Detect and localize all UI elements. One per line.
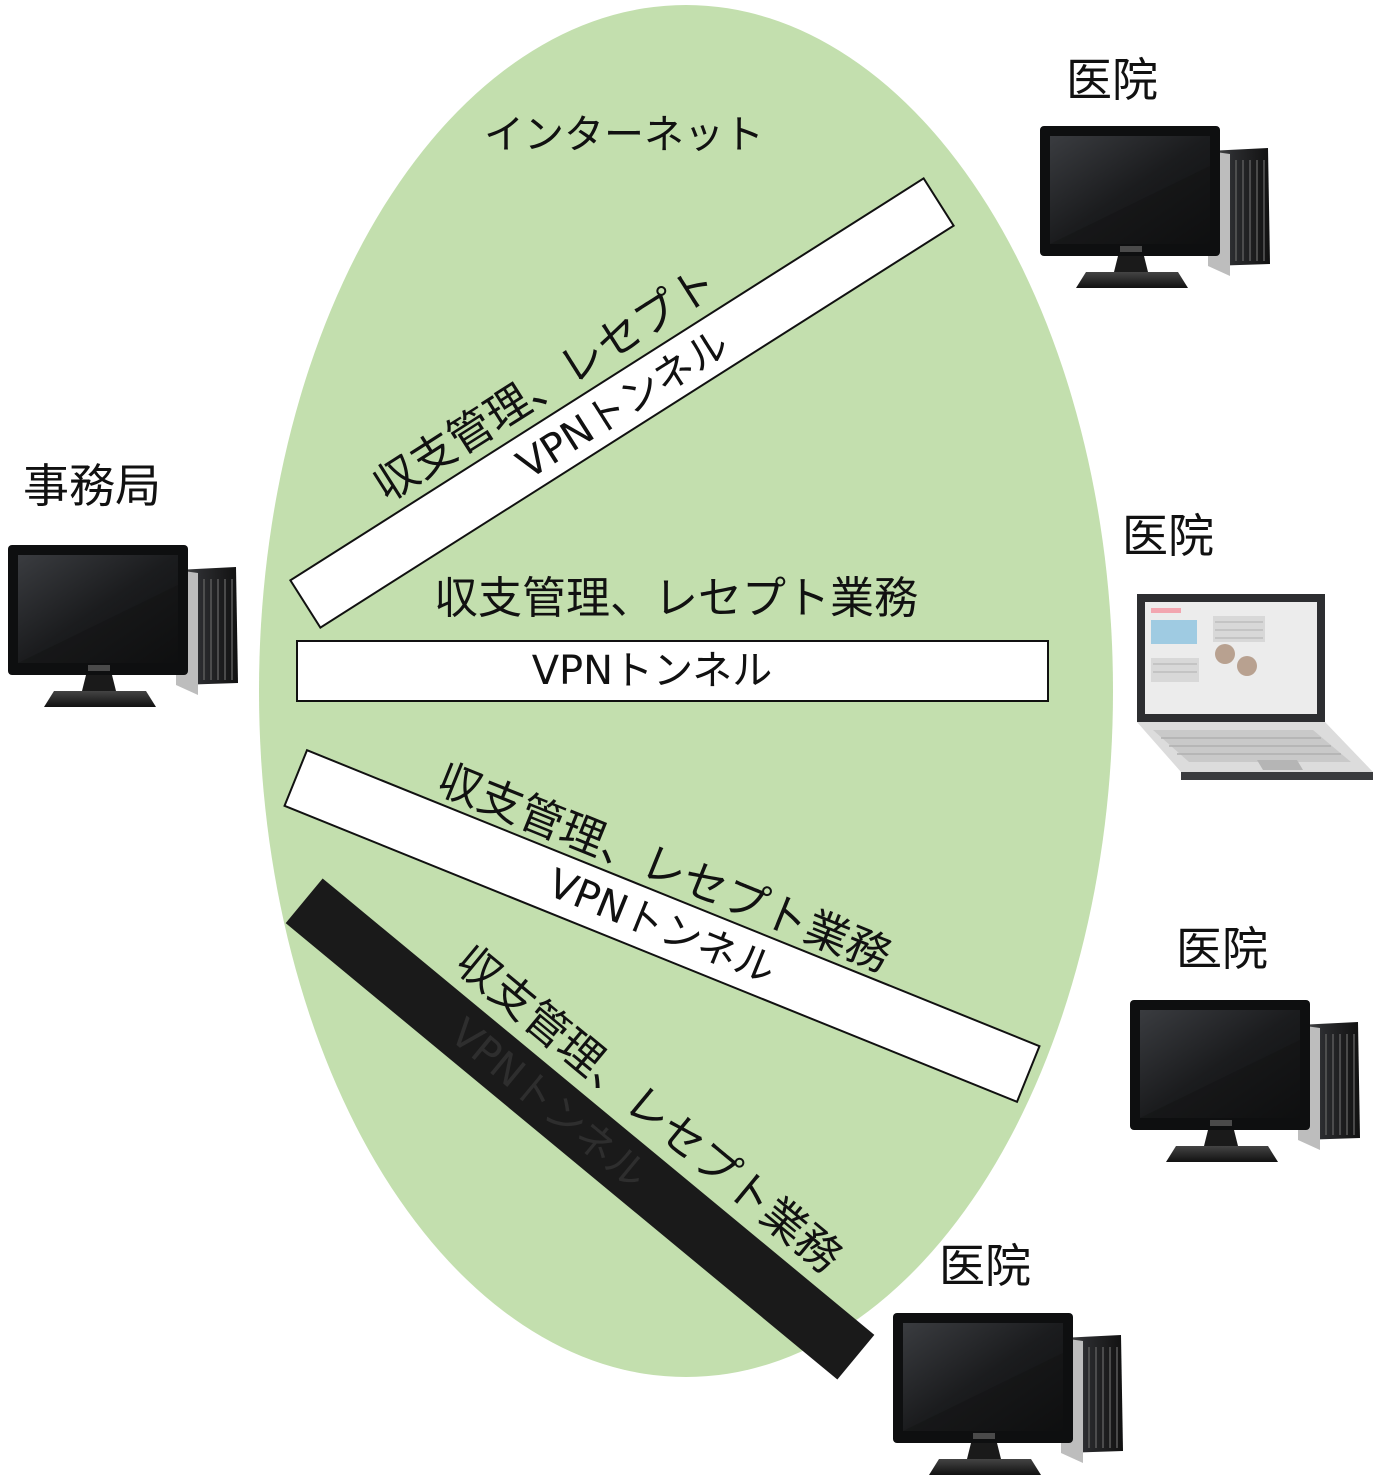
office-label: 事務局	[23, 459, 161, 513]
tunnel-bar	[288, 177, 956, 629]
tunnel-2: VPNトンネル 収支管理、レセプト業務	[296, 573, 1049, 702]
tunnel-label: VPNトンネル	[532, 648, 773, 694]
desktop-computer-icon	[1039, 125, 1271, 289]
clinic-label: 医院	[1176, 922, 1268, 976]
desktop-computer-icon	[1129, 999, 1361, 1163]
desktop-computer-icon	[892, 1312, 1124, 1476]
clinic-label: 医院	[1066, 53, 1158, 107]
tunnel-bar	[296, 640, 1049, 702]
clinic-label: 医院	[1122, 509, 1214, 563]
service-label: 収支管理、レセプト業務	[434, 573, 918, 624]
tunnel-bar-active	[285, 878, 875, 1380]
clinic-label: 医院	[939, 1239, 1031, 1293]
internet-label: インターネット	[484, 112, 764, 158]
laptop-computer-icon	[1136, 593, 1374, 781]
tunnel-bar	[283, 748, 1041, 1104]
desktop-computer-icon	[7, 544, 239, 708]
